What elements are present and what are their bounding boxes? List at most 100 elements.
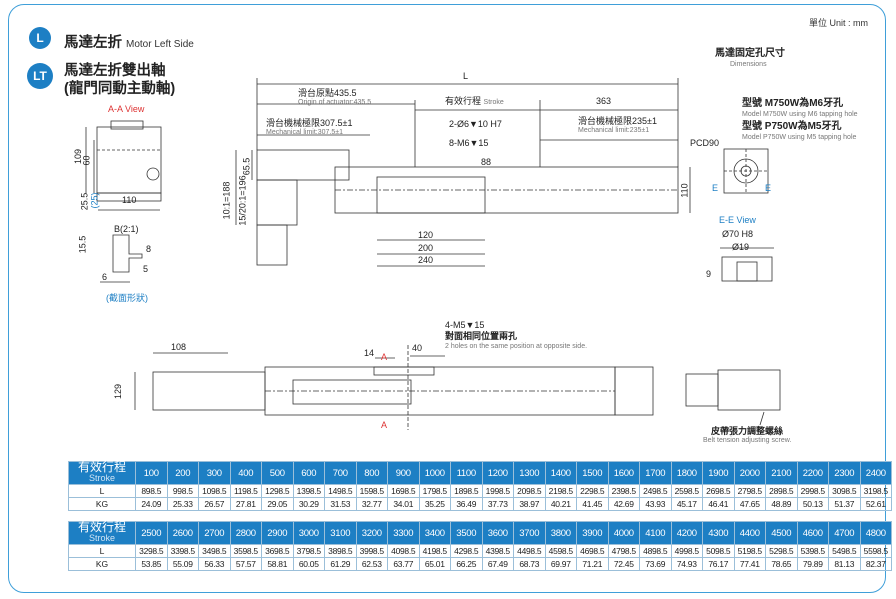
table2-KG-cell: 55.09 — [166, 557, 199, 571]
table1-KG-cell: 37.73 — [481, 497, 514, 511]
table1-L-cell: 1098.5 — [198, 484, 231, 498]
table1-stroke-cell: 800 — [355, 461, 388, 485]
table1-KG-cell: 34.01 — [387, 497, 420, 511]
table1-KG-cell: 31.53 — [324, 497, 357, 511]
table1-KG-cell: 42.69 — [607, 497, 640, 511]
table2-L-cell: 4398.5 — [481, 544, 514, 558]
dim-5: 5 — [143, 264, 149, 274]
table1-stroke-cell: 2400 — [859, 461, 892, 485]
table2-L-cell: 3998.5 — [355, 544, 388, 558]
aa-view-outline — [96, 126, 162, 194]
table2-stroke-cell: 3900 — [576, 521, 609, 545]
table1-L-cell: 3198.5 — [859, 484, 892, 498]
table2-KG-cell: 76.17 — [702, 557, 735, 571]
table2-stroke-cell: 3800 — [544, 521, 577, 545]
hole-06-label: 2-Ø6▼10 H7 — [449, 119, 502, 129]
table1-L-cell: 1898.5 — [450, 484, 483, 498]
table1-L-cell: 2998.5 — [796, 484, 829, 498]
model-m750w-en: Model M750W using M6 tapping hole — [742, 111, 858, 118]
table1-L-label: L — [68, 484, 136, 498]
table1-KG-cell: 29.05 — [261, 497, 294, 511]
table1-KG-cell: 35.25 — [418, 497, 451, 511]
dim-65-5: 65.5 — [241, 157, 252, 176]
table2-L-cell: 4798.5 — [607, 544, 640, 558]
belt-label: 皮帶張力調整螺絲 — [711, 426, 784, 436]
dim-110-v: 110 — [679, 183, 690, 198]
dim-70-h8: Ø70 H8 — [722, 229, 754, 239]
dim-88: 88 — [481, 157, 492, 167]
table2-KG-cell: 72.45 — [607, 557, 640, 571]
table2-L-cell: 5298.5 — [765, 544, 798, 558]
dim-200: 200 — [418, 243, 434, 253]
dim-15-5: 15.5 — [77, 235, 88, 254]
table2-L-cell: 4198.5 — [418, 544, 451, 558]
dim-8: 8 — [146, 244, 152, 254]
table2-L-cell: 3598.5 — [229, 544, 262, 558]
table1-L-cell: 1598.5 — [355, 484, 388, 498]
table2-KG-cell: 57.57 — [229, 557, 262, 571]
table1-KG-cell: 51.37 — [828, 497, 861, 511]
table2-stroke-cell: 4400 — [733, 521, 766, 545]
table2-KG-cell: 81.13 — [828, 557, 861, 571]
table2-L-cell: 5598.5 — [859, 544, 892, 558]
badge-l: L — [29, 27, 51, 49]
title-l-cn: 馬達左折 — [64, 35, 122, 51]
dim-25: (25) — [89, 192, 100, 209]
pcd-label: PCD90 — [690, 138, 720, 148]
table1-KG-cell: 26.57 — [198, 497, 231, 511]
dim-108: 108 — [171, 342, 187, 352]
table2-L-cell: 3898.5 — [324, 544, 357, 558]
table2-stroke-cell: 4000 — [607, 521, 640, 545]
table1-KG-label: KG — [68, 497, 136, 511]
dims-block-sub: Dimensions — [730, 61, 767, 68]
table1-L-cell: 2098.5 — [513, 484, 546, 498]
e-mark-right: E — [765, 183, 772, 193]
table2-KG-cell: 63.77 — [387, 557, 420, 571]
table1-stroke-cell: 700 — [324, 461, 357, 485]
dim-25-5: 25.5 — [79, 192, 90, 211]
table1-KG-cell: 40.21 — [544, 497, 577, 511]
table1-stroke-cell: 300 — [198, 461, 231, 485]
table2-stroke-cell: 3400 — [418, 521, 451, 545]
e-mark-left: E — [712, 183, 719, 193]
table1-stroke-cell: 900 — [387, 461, 420, 485]
table1-stroke-cell: 1200 — [481, 461, 514, 485]
dim-120: 120 — [418, 230, 434, 240]
badge-lt: LT — [27, 63, 53, 89]
table2-stroke-cell: 2500 — [135, 521, 168, 545]
table1-L-cell: 1298.5 — [261, 484, 294, 498]
table2-L-cell: 3698.5 — [261, 544, 294, 558]
table2-KG-cell: 66.25 — [450, 557, 483, 571]
table2-stroke-cell: 4700 — [828, 521, 861, 545]
table1-L-cell: 998.5 — [166, 484, 199, 498]
table2-stroke-cell: 3500 — [450, 521, 483, 545]
table2-KG-cell: 69.97 — [544, 557, 577, 571]
m5-hole-en: 2 holes on the same position at opposite… — [445, 343, 588, 350]
ee-view-label: E-E View — [719, 215, 756, 225]
table2-KG-cell: 78.65 — [765, 557, 798, 571]
table1-stroke-cell: 1700 — [639, 461, 672, 485]
table1-stroke-cell: 600 — [292, 461, 325, 485]
table1-L-cell: 2198.5 — [544, 484, 577, 498]
dim-60: 60 — [81, 155, 92, 166]
origin-label-en: Origin of actuator:435.5 — [298, 99, 372, 106]
table1-stroke-cell: 200 — [166, 461, 199, 485]
table1-KG-cell: 50.13 — [796, 497, 829, 511]
dim-240: 240 — [418, 255, 434, 265]
table2-stroke-cell: 3200 — [355, 521, 388, 545]
table2-L-cell: 4498.5 — [513, 544, 546, 558]
title-lt-line1: 馬達左折雙出軸 — [64, 63, 166, 79]
mech-limit-left: 滑台機械極限307.5±1 — [266, 118, 353, 128]
table1-KG-cell: 45.17 — [670, 497, 703, 511]
table2-KG-cell: 68.73 — [513, 557, 546, 571]
table1-L-cell: 1998.5 — [481, 484, 514, 498]
table2-KG-cell: 61.29 — [324, 557, 357, 571]
belt-label-en: Belt tension adjusting screw. — [703, 437, 792, 444]
